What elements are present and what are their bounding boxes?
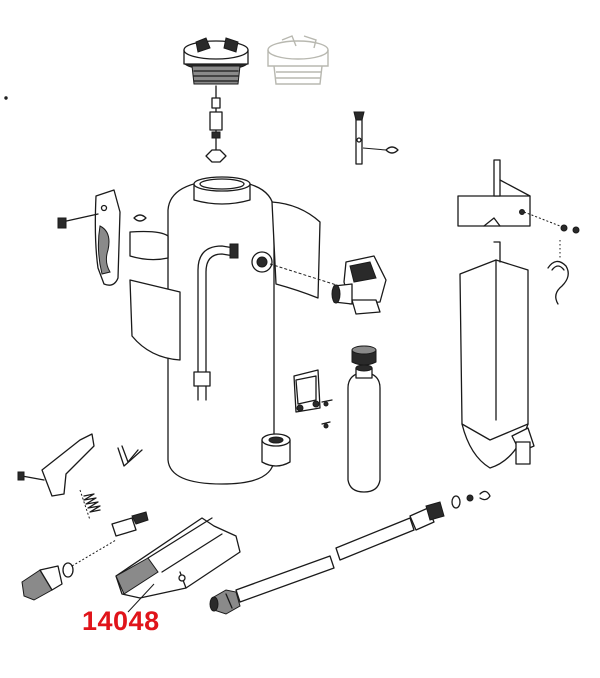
mounting-bracket <box>293 369 333 429</box>
alternate-filler-cap <box>267 35 329 85</box>
dot-mark <box>4 96 8 100</box>
outlet-guide-line <box>269 263 347 289</box>
outlet-valve <box>331 255 387 315</box>
pin-and-clip <box>353 111 399 165</box>
nozzle-body <box>115 517 241 599</box>
right-shield <box>271 201 321 299</box>
cartridge <box>347 345 381 493</box>
wand-hose <box>209 490 491 615</box>
part-number-callout[interactable]: 14048 <box>82 606 160 636</box>
spring-and-pin <box>79 489 149 537</box>
holder-sleeve <box>459 241 535 469</box>
relief-valve-stem <box>205 85 227 163</box>
left-strap-and-handle <box>57 189 181 361</box>
nozzle-tip <box>21 539 117 601</box>
filler-cap <box>183 37 249 85</box>
callout-leader <box>127 583 155 613</box>
upright-bracket <box>457 159 580 305</box>
tank <box>167 176 291 485</box>
trigger-bracket <box>17 433 143 497</box>
